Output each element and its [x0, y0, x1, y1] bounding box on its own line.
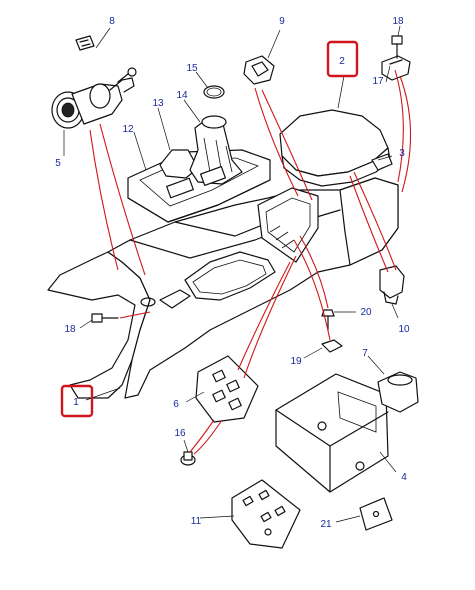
callout-8: 8	[109, 16, 115, 27]
callout-6: 6	[173, 399, 179, 410]
part-19-nut	[321, 339, 343, 353]
part-15-ring	[203, 85, 225, 99]
part-21-plate	[359, 497, 393, 531]
cigar-lighter-assembly	[51, 67, 137, 129]
callout-5: 5	[55, 158, 61, 169]
gear-shift-surround	[127, 115, 271, 223]
part-6-switch-panel	[195, 355, 259, 423]
part-20-screw	[321, 309, 335, 331]
callout-labels: 1 2 3 4 5 6 7 8 9 10 11 12 13 14 15 16 1…	[55, 16, 410, 530]
highlight-box-callout-1	[60, 384, 94, 418]
callout-1: 1	[73, 397, 79, 408]
callout-7: 7	[362, 348, 368, 359]
part-10-catch	[379, 265, 405, 305]
callout-11: 11	[191, 516, 202, 527]
callout-16: 16	[174, 428, 186, 439]
highlight-box-callout-2	[326, 40, 359, 78]
callout-9: 9	[279, 16, 285, 27]
part-7-cup	[377, 371, 419, 413]
center-console-body	[47, 177, 399, 399]
callout-3: 3	[399, 148, 405, 159]
callout-13: 13	[152, 98, 164, 109]
callout-14: 14	[176, 90, 188, 101]
red-connection-lines	[89, 69, 412, 455]
part-9-bracket	[243, 55, 275, 85]
callout-10: 10	[398, 324, 410, 335]
callout-18-lower: 18	[64, 324, 76, 335]
part-8-clip	[75, 35, 95, 51]
part-17-latch	[381, 55, 411, 81]
callout-2: 2	[339, 56, 345, 67]
leader-lines	[63, 25, 401, 523]
callout-4: 4	[401, 472, 407, 483]
callout-15: 15	[186, 63, 198, 74]
part-4-storage-box	[275, 373, 389, 493]
part-11-bracket-plate	[231, 479, 301, 549]
callout-20: 20	[360, 307, 372, 318]
part-18-screw-top	[391, 35, 403, 59]
callout-21: 21	[320, 519, 332, 530]
callout-12: 12	[122, 124, 134, 135]
callout-18-top: 18	[392, 16, 404, 27]
part-18-screw-lower	[91, 313, 119, 323]
armrest-lid	[279, 109, 393, 187]
callout-17: 17	[372, 76, 384, 87]
callout-19: 19	[290, 356, 302, 367]
part-16-fastener	[180, 451, 196, 466]
